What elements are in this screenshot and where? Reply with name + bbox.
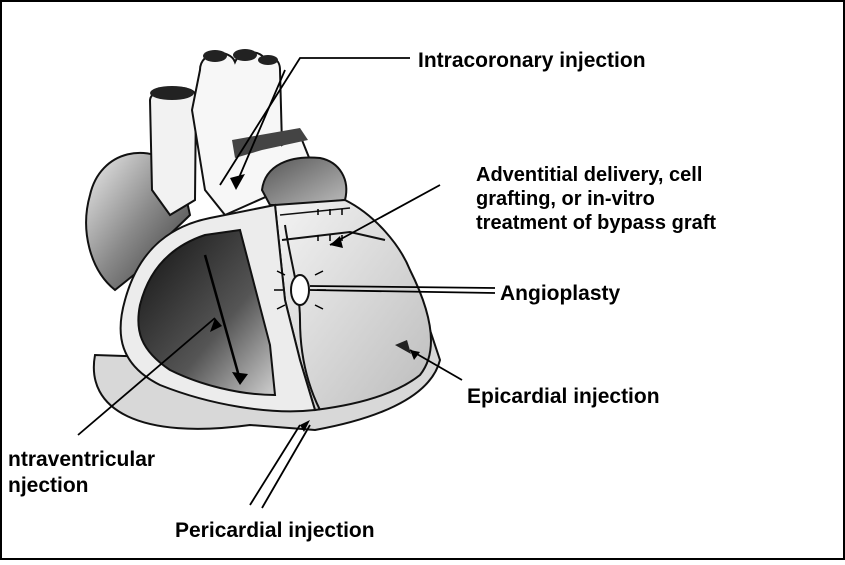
heart-illustration [86,49,440,430]
label-adventitial-2: grafting, or in-vitro [476,188,655,210]
label-epicardial: Epicardial injection [467,385,660,408]
label-intracoronary: Intracoronary injection [418,49,646,72]
label-pericardial: Pericardial injection [175,519,375,542]
aorta-branch-3 [258,55,278,65]
label-adventitial-1: Adventitial delivery, cell [476,164,702,186]
aorta-branch-2 [233,49,257,61]
label-angioplasty: Angioplasty [500,282,620,305]
label-adventitial-3: treatment of bypass graft [476,212,716,234]
vena-cava-opening [150,86,194,100]
pericardial-pointer-2 [262,425,310,508]
label-intraventricular-1: ntraventricular [8,448,155,471]
vena-cava [150,88,196,215]
aorta-branch-1 [203,50,227,62]
label-intraventricular-2: njection [8,474,89,497]
pericardial-pointer [250,425,300,505]
angioplasty-balloon [291,275,309,305]
